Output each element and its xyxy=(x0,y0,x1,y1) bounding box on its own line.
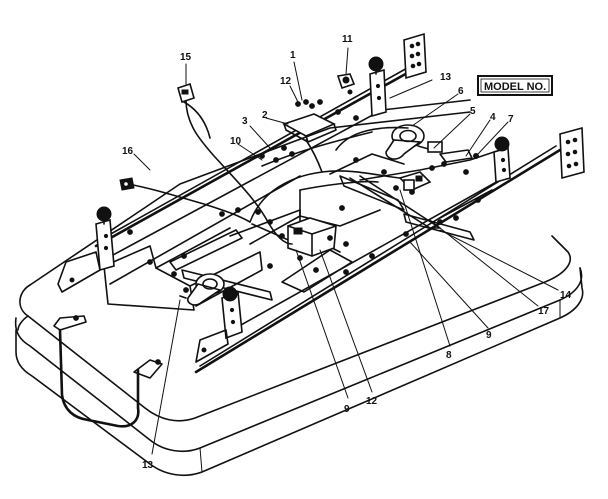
callout-13-bottom: 13 xyxy=(142,460,154,471)
motor-right xyxy=(385,124,443,160)
model-number-box: MODEL NO. xyxy=(477,75,553,96)
callout-numbers: 1 11 15 12 13 2 3 6 5 4 7 10 16 14 17 9 … xyxy=(122,34,572,471)
deck-frame-rails xyxy=(94,61,562,374)
carry-handle xyxy=(53,315,163,428)
wiring-harness xyxy=(127,99,409,245)
control-box xyxy=(287,217,337,257)
callout-15: 15 xyxy=(180,52,192,63)
callout-3: 3 xyxy=(242,116,248,127)
callout-5: 5 xyxy=(470,106,476,117)
height-adjust-post-front-left xyxy=(195,286,243,363)
adjust-knob xyxy=(336,73,356,90)
callout-11: 11 xyxy=(342,34,353,45)
callout-12-bottom: 12 xyxy=(366,396,378,407)
callout-4: 4 xyxy=(490,112,496,123)
callout-7: 7 xyxy=(508,114,514,125)
plug-connector xyxy=(177,82,195,104)
fasteners xyxy=(127,89,481,293)
callout-14: 14 xyxy=(560,290,572,301)
callout-17: 17 xyxy=(538,306,550,317)
height-adjust-post-rear-left xyxy=(57,206,115,293)
leader-lines xyxy=(133,47,559,455)
end-bracket-rear xyxy=(403,32,427,80)
callout-8: 8 xyxy=(446,350,452,361)
callout-1: 1 xyxy=(290,50,296,61)
switch-assembly xyxy=(398,149,479,191)
callout-13-top: 13 xyxy=(440,72,452,83)
end-bracket-front xyxy=(559,126,585,180)
callout-6-top: 6 xyxy=(458,86,464,97)
model-number-label: MODEL NO. xyxy=(484,81,546,93)
wire-connector xyxy=(119,177,135,191)
height-adjust-post-front-right xyxy=(493,136,511,184)
bracket-plate xyxy=(282,113,337,143)
callout-16: 16 xyxy=(122,146,134,157)
callout-9-bottom: 9 xyxy=(344,404,350,415)
callout-12-top: 12 xyxy=(280,76,292,87)
height-adjust-post-rear-right xyxy=(368,56,387,118)
motor-left xyxy=(179,273,225,306)
callout-9-right: 9 xyxy=(486,330,492,341)
callout-2: 2 xyxy=(262,110,268,121)
callout-10: 10 xyxy=(230,136,242,147)
